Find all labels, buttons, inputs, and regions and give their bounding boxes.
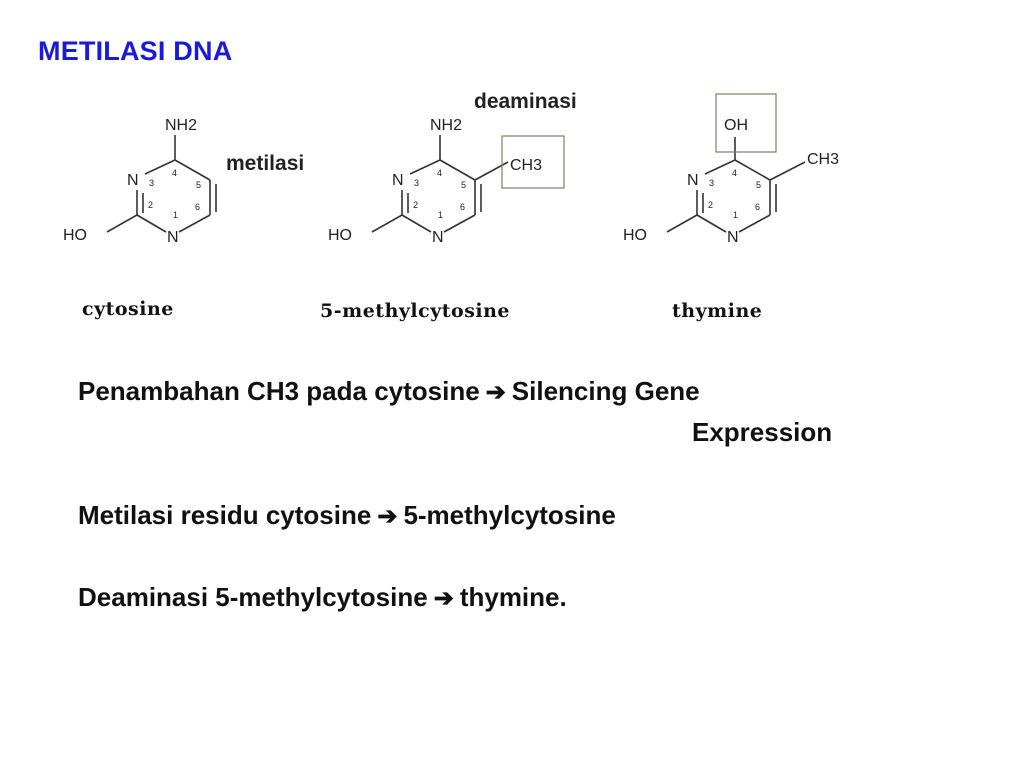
oh-highlight-box bbox=[715, 93, 777, 153]
slide-title: METILASI DNA bbox=[38, 36, 233, 66]
ring-number: 5 bbox=[196, 180, 201, 190]
ring-number: 6 bbox=[755, 202, 760, 212]
statement-text: Penambahan CH3 pada cytosine bbox=[78, 376, 480, 406]
right-arrow-icon: ➔ bbox=[377, 503, 398, 530]
statement-line-2: Metilasi residu cytosine➔5-methylcytosin… bbox=[78, 500, 616, 531]
deaminasi-label: deaminasi bbox=[474, 90, 577, 113]
statement-text: Deaminasi 5-methylcytosine bbox=[78, 582, 428, 612]
n3-atom: N bbox=[687, 172, 699, 189]
cytosine-structure: NH2 N N HO 3 4 5 2 1 6 bbox=[63, 117, 217, 246]
ring-number: 6 bbox=[460, 202, 465, 212]
ho-group: HO bbox=[328, 227, 352, 244]
ring-number: 3 bbox=[149, 178, 154, 188]
thymine-structure: OH CH3 N N HO 3 4 5 2 1 6 bbox=[623, 93, 839, 246]
thymine-caption: thymine bbox=[672, 300, 763, 322]
statement-result: Silencing Gene bbox=[511, 376, 700, 406]
ring-number: 2 bbox=[148, 200, 153, 210]
n1-atom: N bbox=[167, 229, 179, 246]
statement-continuation: Expression bbox=[692, 417, 833, 447]
ring-number: 1 bbox=[173, 210, 178, 220]
statement-result: 5-methylcytosine bbox=[403, 500, 616, 530]
ring-number: 2 bbox=[708, 200, 713, 210]
statement-result: thymine. bbox=[459, 582, 567, 612]
ch3-group: CH3 bbox=[807, 151, 839, 168]
ring-number: 6 bbox=[195, 202, 200, 212]
metilasi-label: metilasi bbox=[226, 152, 305, 175]
right-arrow-icon: ➔ bbox=[485, 379, 506, 406]
right-arrow-icon: ➔ bbox=[433, 585, 454, 612]
methyl-highlight-box bbox=[501, 135, 565, 189]
ring-number: 3 bbox=[414, 178, 419, 188]
ring-number: 4 bbox=[732, 168, 737, 178]
nh2-group: NH2 bbox=[165, 117, 197, 134]
ring-number: 5 bbox=[756, 180, 761, 190]
n1-atom: N bbox=[727, 229, 739, 246]
statement-text: Metilasi residu cytosine bbox=[78, 500, 372, 530]
ch3-group: CH3 bbox=[510, 157, 542, 174]
statement-line-3: Deaminasi 5-methylcytosine➔thymine. bbox=[78, 582, 567, 613]
methylcytosine-structure: NH2 CH3 N N HO 3 4 5 2 1 6 bbox=[328, 117, 565, 246]
n3-atom: N bbox=[392, 172, 404, 189]
ring-number: 2 bbox=[413, 200, 418, 210]
nh2-group: NH2 bbox=[430, 117, 462, 134]
ring-number: 1 bbox=[733, 210, 738, 220]
n1-atom: N bbox=[432, 229, 444, 246]
ring-number: 4 bbox=[437, 168, 442, 178]
cytosine-caption: cytosine bbox=[82, 298, 174, 320]
methylcytosine-caption: 5-methylcytosine bbox=[320, 300, 511, 322]
ring-number: 5 bbox=[461, 180, 466, 190]
statement-line-1: Penambahan CH3 pada cytosine➔Silencing G… bbox=[78, 376, 700, 407]
ring-number: 1 bbox=[438, 210, 443, 220]
n3-atom: N bbox=[127, 172, 139, 189]
ring-number: 4 bbox=[172, 168, 177, 178]
ho-group: HO bbox=[63, 227, 87, 244]
ring-number: 3 bbox=[709, 178, 714, 188]
oh-group: OH bbox=[724, 117, 748, 134]
ho-group: HO bbox=[623, 227, 647, 244]
